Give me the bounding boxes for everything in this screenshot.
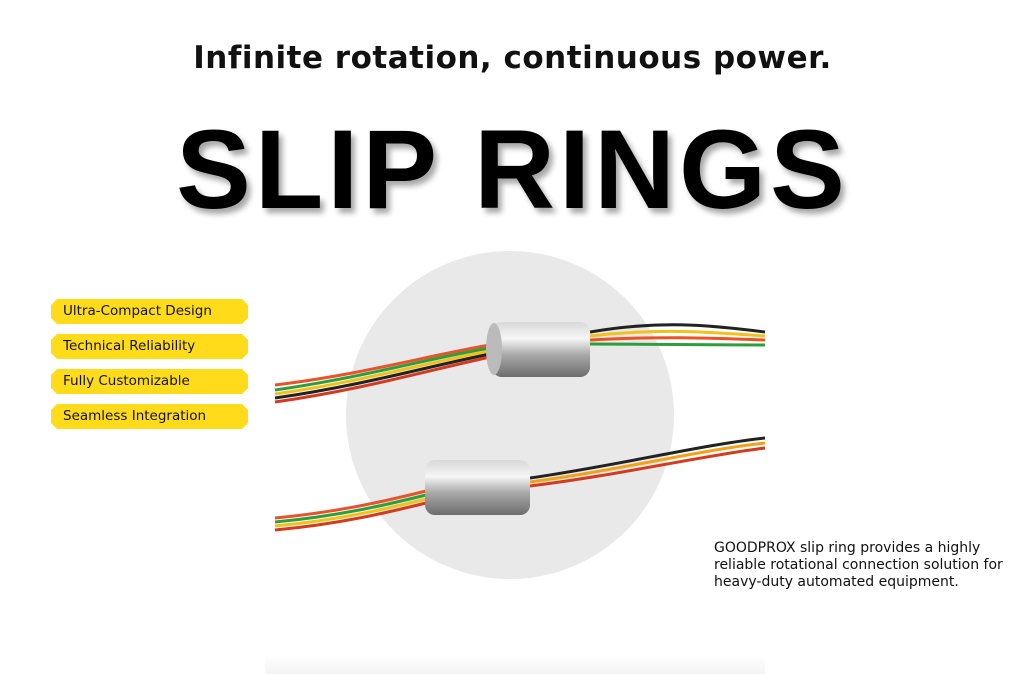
slip-ring-lower (425, 460, 530, 515)
slip-ring-upper (492, 322, 590, 377)
bottom-fade (265, 655, 765, 674)
lower-wires (274, 436, 766, 532)
product-description: GOODPROX slip ring provides a highly rel… (714, 540, 1003, 590)
slip-ring-product-image (274, 251, 766, 579)
feature-badge: Seamless Integration (51, 404, 248, 429)
feature-badge: Ultra-Compact Design (51, 299, 248, 324)
upper-wires (274, 323, 766, 404)
backdrop-circle (346, 251, 674, 579)
feature-list: Ultra-Compact Design Technical Reliabili… (51, 299, 248, 439)
page-title: SLIP RINGS (176, 107, 849, 232)
feature-badge: Fully Customizable (51, 369, 248, 394)
feature-badge: Technical Reliability (51, 334, 248, 359)
tagline: Infinite rotation, continuous power. (193, 40, 832, 76)
